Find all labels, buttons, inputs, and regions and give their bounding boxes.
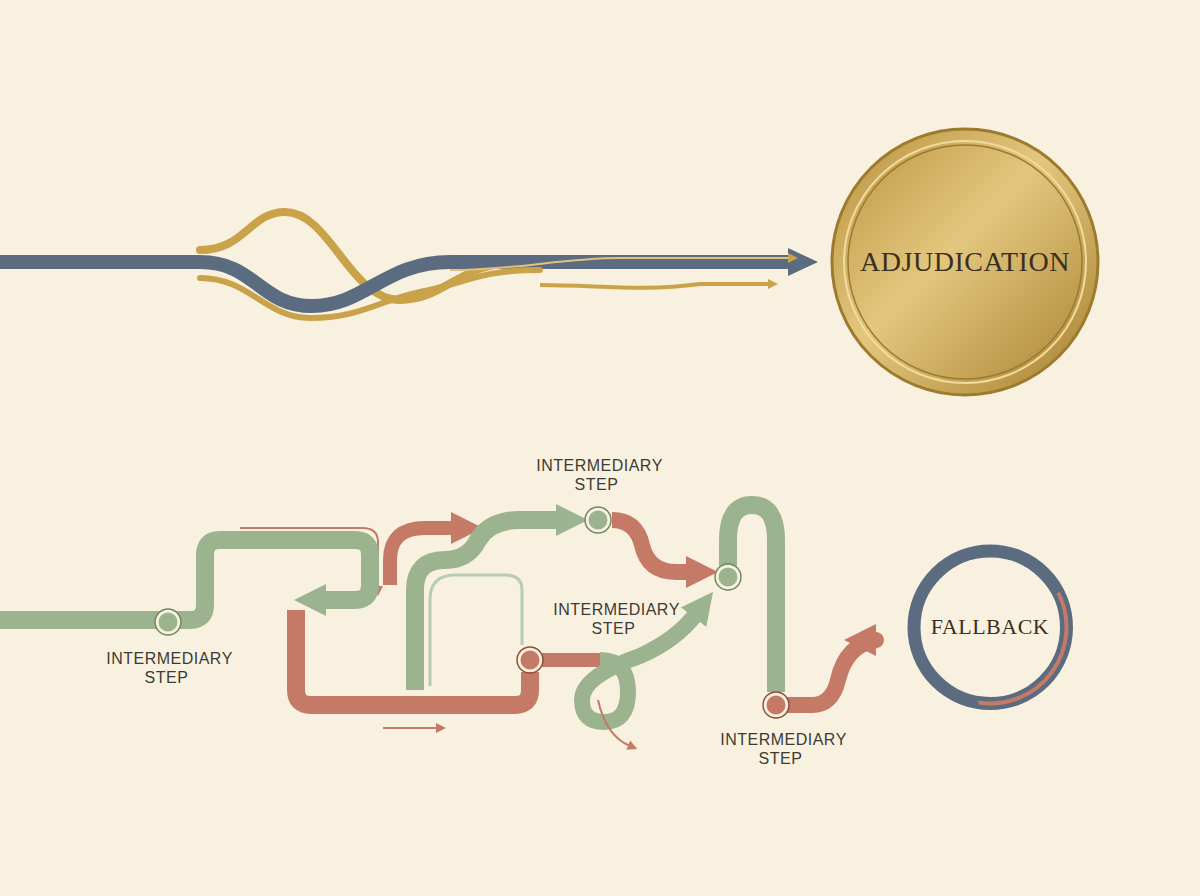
step-label-text: INTERMEDIARY STEP bbox=[533, 456, 663, 494]
step-dot bbox=[155, 507, 789, 718]
step-label-text: INTERMEDIARY STEP bbox=[103, 649, 233, 687]
step-label-text: INTERMEDIARY STEP bbox=[550, 600, 680, 638]
indirect-path bbox=[0, 505, 876, 746]
node-title: ADJUDICATION bbox=[860, 246, 1070, 278]
step-label: INTERMEDIARY STEP bbox=[707, 730, 857, 768]
step-label: INTERMEDIARY STEP bbox=[540, 600, 690, 638]
direct-path bbox=[0, 212, 792, 318]
step-label: INTERMEDIARY STEP bbox=[93, 649, 243, 687]
step-label-text: INTERMEDIARY STEP bbox=[717, 730, 847, 768]
fallback-circle: FALLBACK bbox=[907, 544, 1074, 711]
node-title: FALLBACK bbox=[931, 614, 1050, 640]
step-label: INTERMEDIARY STEP bbox=[523, 456, 673, 494]
goal-circle: ADJUDICATION bbox=[830, 127, 1100, 397]
